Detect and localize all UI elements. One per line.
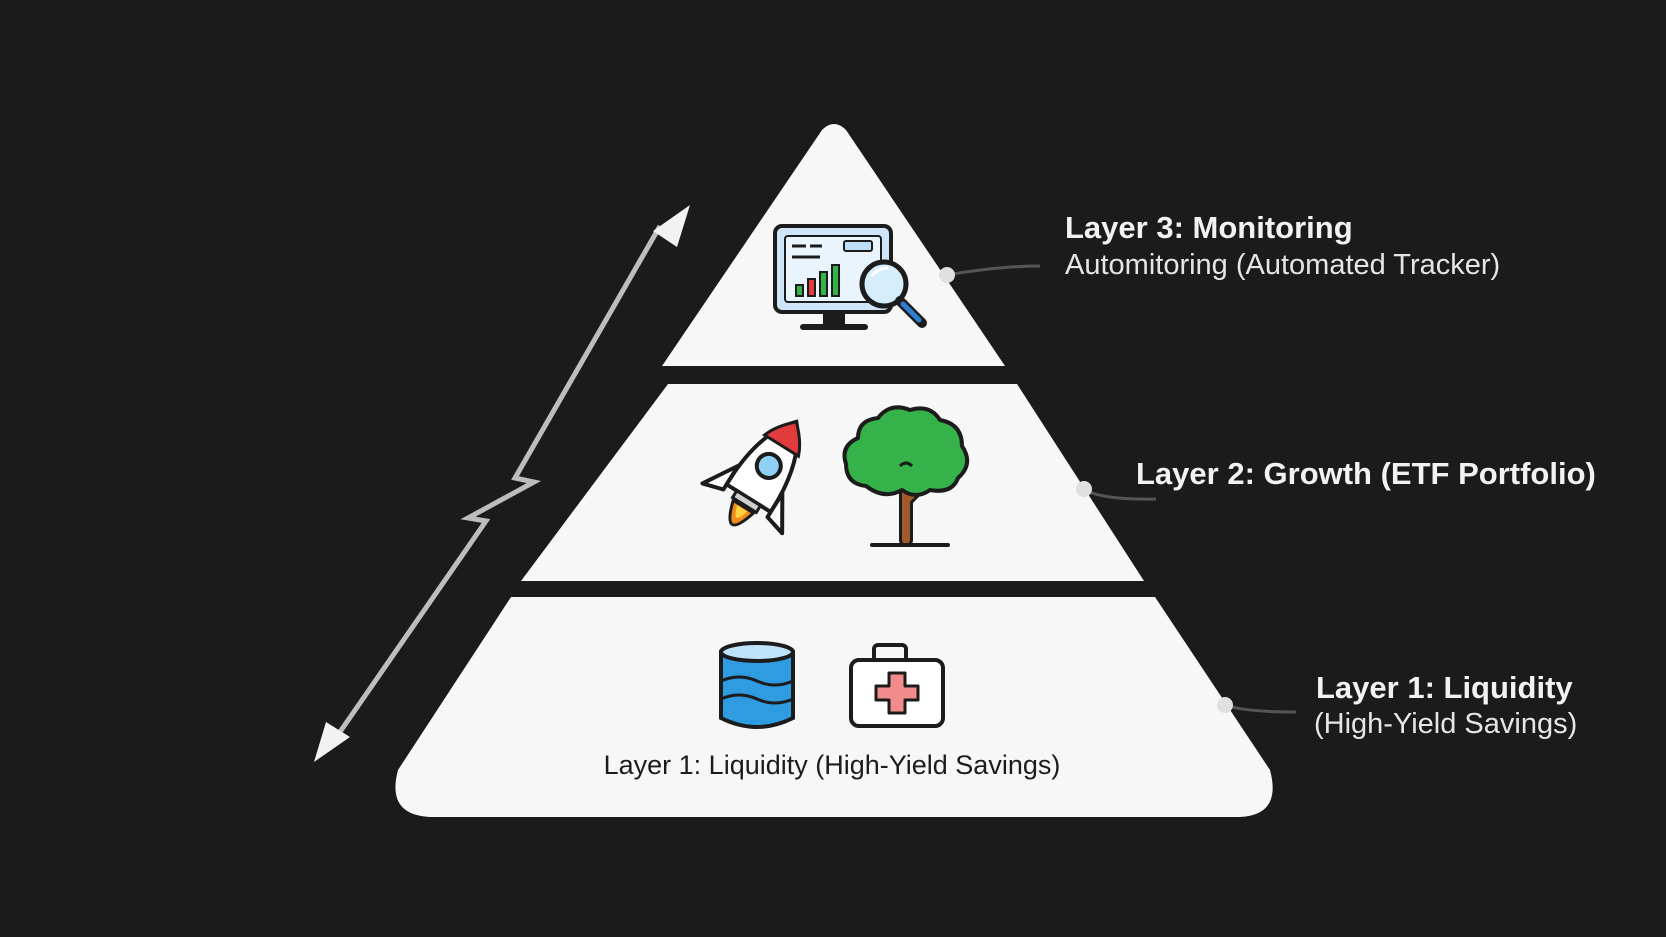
pyramid-tier-bottom <box>395 597 1273 817</box>
growth-arrow-icon <box>314 205 690 762</box>
rocket-icon <box>700 419 802 536</box>
magnifier-icon <box>859 259 927 328</box>
layer-3-title: Layer 3: Monitoring <box>1065 210 1353 245</box>
tree-icon <box>842 405 970 547</box>
connector-layer-1 <box>1217 697 1297 714</box>
first-aid-kit-icon <box>849 643 945 728</box>
water-tank-icon <box>719 641 795 729</box>
layer-1-title: Layer 1: Liquidity <box>1316 670 1573 705</box>
pyramid-tier-middle <box>521 384 1144 581</box>
layer-3-subtitle: Automitoring (Automated Tracker) <box>1065 249 1500 281</box>
layer-1-subtitle: (High-Yield Savings) <box>1314 708 1577 740</box>
connector-layer-2 <box>1076 481 1157 501</box>
connector-layer-3 <box>939 264 1041 283</box>
bottom-tier-inner-label: Layer 1: Liquidity (High-Yield Savings) <box>604 750 1061 780</box>
layer-2-title: Layer 2: Growth (ETF Portfolio) <box>1136 456 1596 491</box>
